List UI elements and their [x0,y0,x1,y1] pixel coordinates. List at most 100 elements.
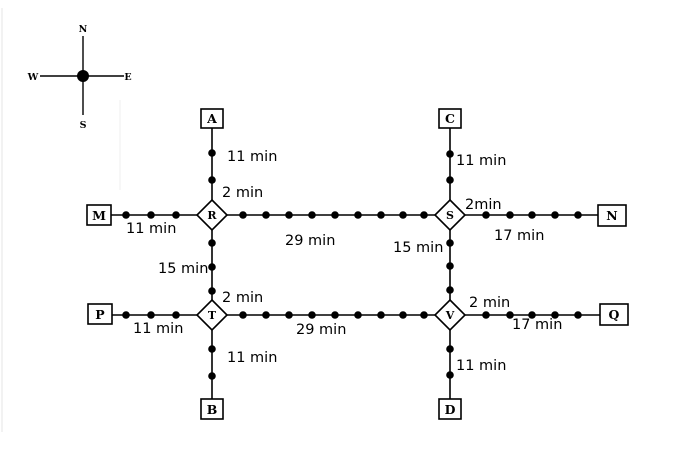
junctions: R S T V [195,198,467,332]
terminal-q[interactable]: Q [599,303,629,326]
stop-dot [399,311,407,319]
terminal-label: M [92,208,106,223]
segment-label-t-b: 11 min [227,350,277,366]
stop-dot [239,211,247,219]
junction-v[interactable]: V [433,298,467,332]
terminals: A C M N P Q B D [86,108,629,420]
compass: N S E W [27,24,132,131]
stop-dot [262,311,270,319]
junction-diamond [195,198,229,232]
stop-dot [420,311,428,319]
junction-diamond [195,298,229,332]
stop-dot [308,211,316,219]
segment-label-c-s: 11 min [456,153,506,169]
terminal-d[interactable]: D [438,398,462,420]
segment-label-v-d: 11 min [456,358,506,374]
terminal-box [438,108,462,129]
compass-east-label: E [124,72,131,83]
terminal-m[interactable]: M [86,204,112,226]
terminal-label: N [606,208,617,223]
segment-label-r-t: 15 min [158,261,208,277]
stop-dot [506,211,514,219]
stop-dot [551,311,559,319]
stop-dot [147,311,155,319]
terminal-label: A [206,111,217,126]
stop-dot [574,311,582,319]
stop-dot [399,211,407,219]
transfer-label-r: 2 min [222,185,263,201]
terminal-box [87,303,113,325]
stop-dot [208,176,216,184]
stop-dot [446,345,454,353]
stop-dot [308,311,316,319]
stop-dot [172,211,180,219]
terminal-box [599,303,629,326]
segment-label-v-q: 17 min [512,317,562,333]
stop-dot [122,211,130,219]
stop-dot [482,311,490,319]
stop-dot [446,150,454,158]
transfer-label-t: 2 min [222,290,263,306]
stop-dot [446,371,454,379]
stop-dot [122,311,130,319]
terminal-box [438,398,462,420]
terminal-c[interactable]: C [438,108,462,129]
stops [122,149,582,380]
stop-dot [551,211,559,219]
stop-dot [377,211,385,219]
segment-label-s-v: 15 min [393,240,443,256]
junction-t[interactable]: T [195,298,229,332]
terminal-n[interactable]: N [597,204,627,227]
junction-diamond [433,298,467,332]
stop-dot [147,211,155,219]
stop-dot [482,211,490,219]
stop-dot [208,239,216,247]
terminal-label: Q [609,307,620,322]
terminal-box [200,108,224,129]
junction-label: R [207,209,217,222]
stop-dot [239,311,247,319]
compass-south-label: S [80,120,87,131]
terminal-p[interactable]: P [87,303,113,325]
stop-dot [208,263,216,271]
stop-dot [285,311,293,319]
stop-dot [446,286,454,294]
segment-label-p-t: 11 min [133,321,183,337]
stop-dot [420,211,428,219]
stop-dot [446,239,454,247]
stop-dot [285,211,293,219]
stop-dot [574,211,582,219]
transfer-labels: 2 min 2min 2 min 2 min [222,185,510,311]
segment-label-r-s: 29 min [285,233,335,249]
terminal-b[interactable]: B [200,398,224,420]
stop-dot [262,211,270,219]
junction-label: V [445,309,455,322]
junction-label: T [208,309,217,322]
stop-dot [331,311,339,319]
segment-label-a-r: 11 min [227,149,277,165]
junction-r[interactable]: R [195,198,229,232]
compass-center-icon [77,70,89,82]
terminal-label: D [445,402,456,417]
junction-diamond [433,198,467,232]
terminal-label: C [445,111,455,126]
stop-dot [446,176,454,184]
stop-dot [208,372,216,380]
stop-dot [446,262,454,270]
stop-dot [377,311,385,319]
compass-north-label: N [79,24,88,35]
stop-dot [528,211,536,219]
stop-dot [528,311,536,319]
segment-label-s-n: 17 min [494,228,544,244]
junction-label: S [446,209,454,222]
terminal-a[interactable]: A [200,108,224,129]
segment-labels: 11 min 11 min 11 min 29 min 17 min 15 mi… [126,149,562,374]
stop-dot [506,311,514,319]
terminal-box [200,398,224,420]
segment-label-t-v: 29 min [296,322,346,338]
junction-s[interactable]: S [433,198,467,232]
compass-west-label: W [27,72,39,83]
terminal-box [86,204,112,226]
stop-dot [354,311,362,319]
transfer-label-v: 2 min [469,295,510,311]
